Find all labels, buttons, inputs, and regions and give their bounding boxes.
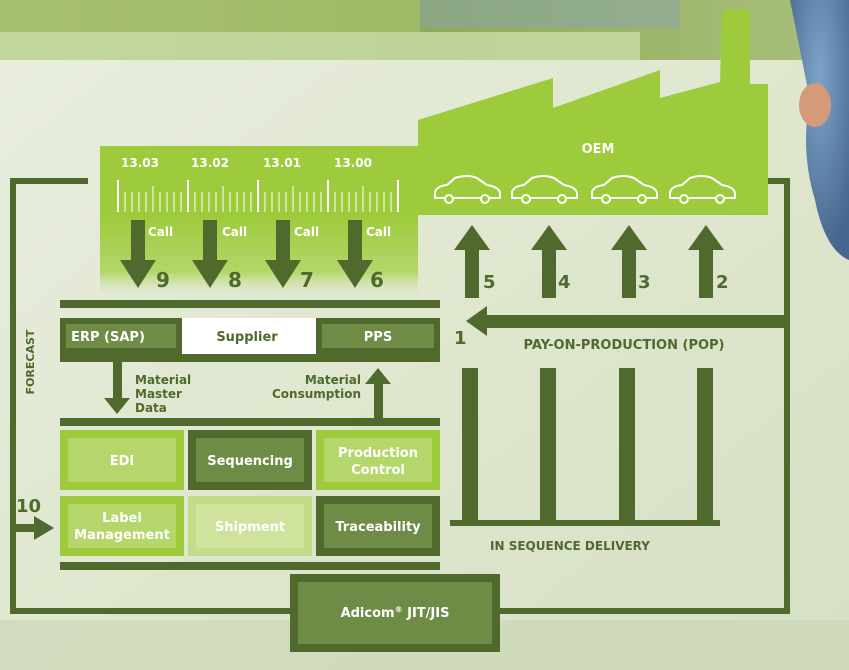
- step-number-2: 2: [716, 272, 729, 293]
- call-arrow-7: Call 7: [265, 220, 319, 292]
- in-sequence-bars: [450, 368, 720, 526]
- up-arrow-icon: [454, 225, 490, 298]
- timeline-ticks: [117, 180, 399, 212]
- call-label: Call: [294, 225, 319, 239]
- material-master-line1: Material: [135, 373, 191, 387]
- right-arrow-icon: [16, 516, 54, 540]
- label-management-line2: Management: [74, 528, 170, 543]
- timeline-labels: 13.03 13.02 13.01 13.00: [121, 156, 372, 170]
- step-number-1: 1: [454, 328, 467, 349]
- timeline-label-1: 13.03: [121, 156, 159, 170]
- in-sequence-label: IN SEQUENCE DELIVERY: [490, 539, 650, 553]
- timeline-label-3: 13.01: [263, 156, 301, 170]
- material-consumption-line1: Material: [305, 373, 361, 387]
- up-arrow-4: 4: [531, 225, 571, 298]
- up-arrow-icon: [531, 225, 567, 298]
- call-label: Call: [366, 225, 391, 239]
- adicom-product: JIT/JIS: [403, 606, 450, 621]
- modules-bottom-bar: [60, 562, 440, 570]
- step-number-10: 10: [16, 496, 41, 517]
- step-number-4: 4: [558, 272, 571, 293]
- adicom-inner: [298, 582, 492, 644]
- timeline-label-4: 13.00: [334, 156, 372, 170]
- top-band-light: [0, 32, 640, 60]
- call-label: Call: [222, 225, 247, 239]
- person-hand: [799, 83, 831, 127]
- outer-frame: [10, 178, 790, 614]
- erp-inner: [66, 324, 176, 348]
- modules-top-bar: [60, 418, 440, 426]
- adicom-reg: ®: [395, 605, 403, 614]
- material-master-line2: Master: [135, 387, 182, 401]
- call-arrow-8: Call 8: [192, 220, 247, 292]
- label-management-line1: Label: [102, 511, 142, 526]
- up-arrow-icon: [688, 225, 724, 298]
- pps-inner: [322, 324, 434, 348]
- up-arrow-5: 5: [454, 225, 496, 298]
- production-control-line1: Production: [338, 446, 418, 461]
- person-photo: [790, 0, 849, 260]
- down-arrow-icon: [120, 220, 156, 288]
- step-number-9: 9: [156, 268, 170, 292]
- module-edi: EDI: [60, 430, 184, 490]
- adicom-name: Adicom: [341, 606, 395, 621]
- production-control-line2: Control: [351, 463, 405, 478]
- pop-arrow-icon: [466, 306, 784, 336]
- call-label: Call: [148, 225, 173, 239]
- up-arrow-icon: [365, 368, 391, 418]
- call-arrow-6: Call 6: [337, 220, 391, 292]
- top-band-strip: [0, 0, 420, 32]
- module-traceability: Traceability: [316, 496, 440, 556]
- step-number-7: 7: [300, 268, 314, 292]
- supplier-top-bar: [60, 300, 440, 308]
- up-arrow-icon: [611, 225, 647, 298]
- down-arrow-icon: [104, 362, 130, 414]
- module-label-management: Label Management: [60, 496, 184, 556]
- down-arrow-icon: [192, 220, 228, 288]
- supplier-label: Supplier: [216, 330, 278, 345]
- supplier-bottom-bar: [60, 354, 440, 362]
- step-number-8: 8: [228, 268, 242, 292]
- down-arrow-icon: [265, 220, 301, 288]
- pop-label: PAY-ON-PRODUCTION (POP): [523, 338, 724, 353]
- module-production-control: Production Control: [316, 430, 440, 490]
- sequencing-label: Sequencing: [207, 454, 293, 469]
- delivery-arrows: 5 4 3 2: [454, 225, 729, 298]
- oem-label: OEM: [582, 142, 615, 157]
- step-number-5: 5: [483, 272, 496, 293]
- top-band-photo: [420, 0, 680, 28]
- car-icon: [669, 175, 736, 204]
- forecast-label: FORECAST: [24, 329, 37, 394]
- pps-label: PPS: [364, 330, 392, 345]
- timeline-label-2: 13.02: [191, 156, 229, 170]
- step-number-6: 6: [370, 268, 384, 292]
- step-number-3: 3: [638, 272, 651, 293]
- car-icon: [511, 175, 578, 204]
- traceability-label: Traceability: [335, 520, 421, 535]
- down-arrow-icon: [337, 220, 373, 288]
- call-arrows: Call 9 Call 8 Call 7 Call 6: [120, 220, 391, 292]
- oem-factory-shape: [418, 10, 768, 215]
- call-arrow-9: Call 9: [120, 220, 173, 292]
- material-consumption-line2: Consumption: [272, 387, 361, 401]
- timeline-fade: [100, 216, 418, 296]
- up-arrow-3: 3: [611, 225, 651, 298]
- up-arrow-2: 2: [688, 225, 729, 298]
- adicom-label: Adicom® JIT/JIS: [341, 605, 450, 621]
- erp-label: ERP (SAP): [71, 330, 145, 345]
- material-master-line3: Data: [135, 401, 167, 415]
- edi-label: EDI: [110, 454, 135, 469]
- module-sequencing: Sequencing: [188, 430, 312, 490]
- car-icon: [591, 175, 658, 204]
- car-icon: [434, 175, 501, 204]
- shipment-label: Shipment: [215, 520, 285, 535]
- module-shipment: Shipment: [188, 496, 312, 556]
- car-row: [434, 175, 736, 204]
